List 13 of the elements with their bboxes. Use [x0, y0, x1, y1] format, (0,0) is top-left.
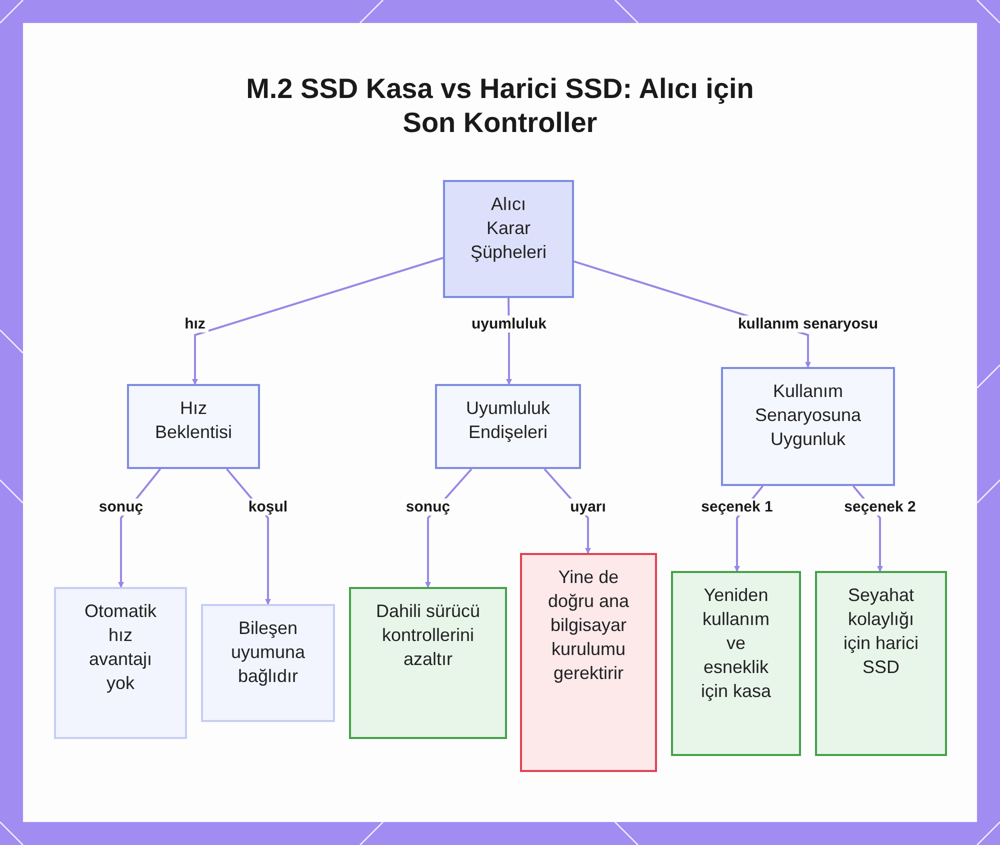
root-box: Alıcı Karar Şüpheleri — [443, 180, 574, 298]
category-box: Hız Beklentisi — [127, 384, 260, 469]
warning-box: Yine de doğru ana bilgisayar kurulumu gerektirir — [520, 553, 657, 772]
recommendation-box: Seyahat kolaylığı için harici SSD — [815, 571, 947, 756]
connector-arrow — [192, 256, 444, 385]
recommendation-box: Dahili sürücü kontrollerini azaltır — [349, 587, 507, 739]
category-box: Uyumluluk Endişeleri — [435, 384, 581, 469]
outcome-box: Otomatik hız avantajı yok — [54, 587, 187, 739]
recommendation-box: Yeniden kullanım ve esneklik için kasa — [671, 571, 801, 756]
category-box: Kullanım Senaryosuna Uygunluk — [721, 367, 895, 486]
outcome-box: Bileşen uyumuna bağlıdır — [201, 604, 335, 722]
diagram-title: M.2 SSD Kasa vs Harici SSD: Alıcı için Son Kontroller — [245, 72, 755, 140]
connector-arrow — [226, 468, 271, 605]
